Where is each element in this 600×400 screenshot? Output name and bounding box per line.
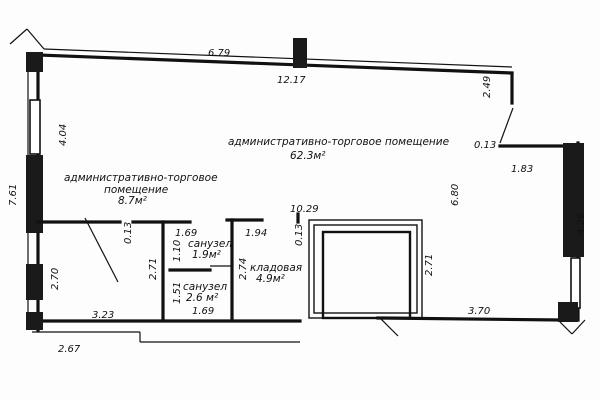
dim-right-step: 0.13 xyxy=(474,140,496,151)
room-storage-area: 4.9м² xyxy=(256,273,286,285)
wall-blocks xyxy=(26,38,584,330)
wall-block-right-bottom xyxy=(558,302,578,322)
dim-bath2-height: 1.51 xyxy=(172,282,183,304)
dim-bottom-outer: 2.67 xyxy=(58,344,81,355)
left-room-leader xyxy=(84,217,119,283)
core-outer xyxy=(308,219,423,319)
interior-partitions xyxy=(36,212,423,337)
window-left-upper xyxy=(29,99,41,155)
corner-diagonal-a xyxy=(9,28,28,45)
room-bath1-area: 1.9м² xyxy=(192,249,222,261)
dim-bottom-right: 3.70 xyxy=(468,306,490,317)
dim-core-height: 2.71 xyxy=(424,254,435,276)
dim-storage-height: 2.74 xyxy=(238,258,249,280)
dim-bottom-left: 3.23 xyxy=(92,310,114,321)
dim-top-outer: 6.79 xyxy=(208,48,230,59)
dim-right-lower: 4.28 xyxy=(576,213,587,235)
dim-left-upper: 4.04 xyxy=(58,124,69,146)
wall-block-right xyxy=(563,143,584,257)
dim-bath1-width: 1.69 xyxy=(175,228,197,239)
room-left-name-line2: помещение xyxy=(104,184,168,196)
window-right-lower xyxy=(570,257,581,309)
room-bath1-name: санузел xyxy=(188,238,232,250)
room-storage-name: кладовая xyxy=(250,262,302,274)
wall-block-left-lower xyxy=(26,264,43,300)
dim-right-top-short: 2.49 xyxy=(482,76,493,98)
room-main-area: 62.3м² xyxy=(290,150,326,162)
corner-diagonal-b xyxy=(26,28,45,50)
core-inner xyxy=(321,230,412,320)
dim-left-outer: 7.61 xyxy=(8,184,19,206)
wall-block-top-center xyxy=(293,38,307,68)
dim-center-vertical: 6.80 xyxy=(450,184,461,206)
room-bath2-area: 2.6 м² xyxy=(186,292,219,304)
dim-storage-width: 1.94 xyxy=(245,228,267,239)
core-middle xyxy=(313,224,418,314)
room-left-name-line1: административно-торговое xyxy=(64,172,218,184)
dim-bath-col-height: 2.71 xyxy=(148,258,159,280)
core-door-swing xyxy=(379,317,399,337)
dim-left-lower: 2.70 xyxy=(50,268,61,290)
wall-block-left-bottom xyxy=(26,312,43,330)
wall-block-top-left xyxy=(26,52,43,72)
dim-core-width: 10.29 xyxy=(290,204,319,215)
room-labels: административно-торговое помещение 62.3м… xyxy=(64,136,449,304)
corner-diagonal-c xyxy=(559,321,573,335)
room-left-area: 8.7м² xyxy=(118,195,148,207)
dim-bath1-height: 1.10 xyxy=(172,240,183,262)
right-diagonal-wall xyxy=(499,107,514,144)
top-wall-inner-line xyxy=(43,48,513,68)
dimension-labels: 6.79 12.17 2.49 0.13 1.83 4.04 7.61 2.70… xyxy=(8,48,587,355)
corner-diagonal-d xyxy=(571,319,586,335)
room-main-name: административно-торговое помещение xyxy=(228,136,449,148)
dim-core-left-wall: 0.13 xyxy=(294,224,305,246)
room-bath2-name: санузел xyxy=(183,281,227,293)
dim-right-step-len: 1.83 xyxy=(511,164,533,175)
dim-bath-left-wall: 0.13 xyxy=(123,222,134,244)
dim-top-inner: 12.17 xyxy=(277,75,306,86)
top-wall xyxy=(36,53,514,75)
dim-bath2-width: 1.69 xyxy=(192,306,214,317)
wall-block-left-mid xyxy=(26,155,43,233)
